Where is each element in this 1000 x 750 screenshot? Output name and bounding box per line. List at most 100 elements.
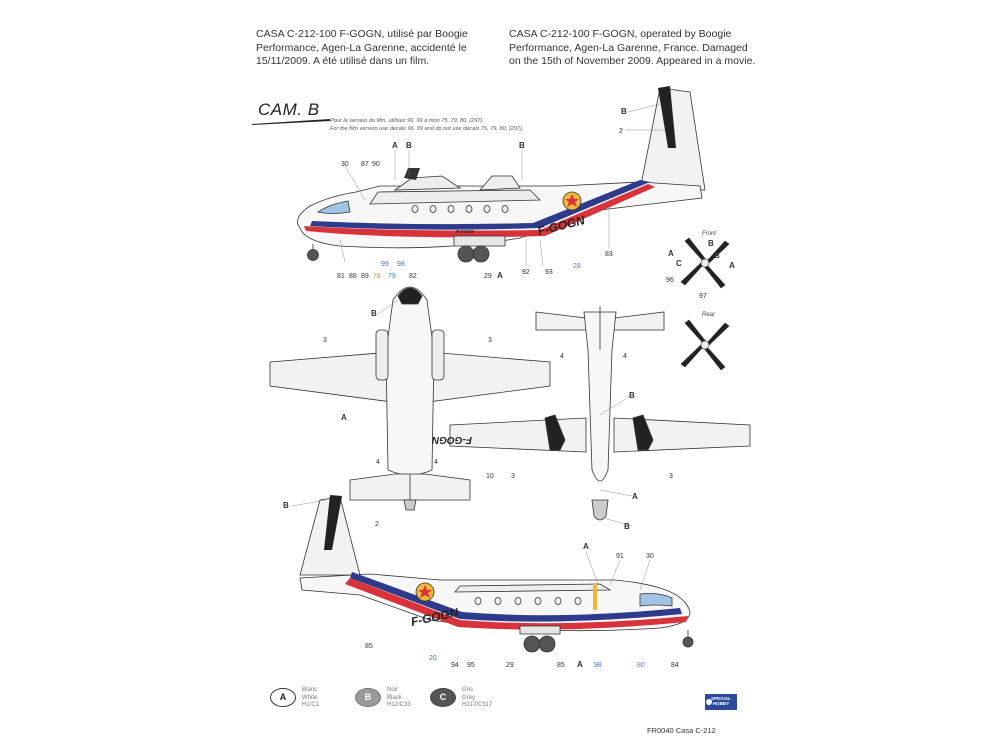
- legend-text-black: Noir Black H12/C33: [387, 687, 427, 710]
- plan-view-top: [269, 286, 551, 511]
- callout-99: 99: [381, 261, 389, 268]
- callout-prop-96: 96: [666, 277, 674, 284]
- scheme-title: CAM. B: [258, 100, 320, 119]
- callout-b-plan-nose: B: [371, 309, 377, 318]
- side-view-top: F-GOGN F-GOGN: [297, 86, 706, 263]
- callout-80: 80: [637, 662, 645, 669]
- callout-78: 78: [373, 273, 381, 280]
- callout-a-under-fuselage: A: [632, 492, 638, 501]
- legend-white-fr: Blanc: [302, 687, 318, 693]
- header-french: CASA C-212-100 F-GOGN, utilisé par Boogi…: [256, 28, 476, 69]
- legend-badge-b: B: [355, 688, 381, 707]
- propeller-front: [680, 237, 730, 289]
- callout-82: 82: [409, 273, 417, 280]
- callout-81: 81: [337, 273, 345, 280]
- callout-98-lower: 98: [594, 662, 602, 669]
- callout-88: 88: [349, 273, 357, 280]
- callout-93: 93: [545, 269, 553, 276]
- callouts-side-top: A B B B 2 30 87 90 81 88 89 78 79 82 29 …: [337, 107, 627, 280]
- callout-90: 90: [372, 161, 380, 168]
- callout-3-under-right: 3: [669, 473, 673, 480]
- callout-prop-b-2: B: [714, 251, 720, 260]
- legend-white-en: White: [302, 694, 318, 701]
- callout-20: 20: [429, 655, 437, 662]
- callout-b-lower-tail: B: [283, 501, 289, 510]
- legend-black-fr: Noir: [387, 687, 399, 693]
- callout-79: 79: [388, 273, 396, 280]
- callout-87: 87: [361, 161, 369, 168]
- callout-b-under-wing: B: [629, 391, 635, 400]
- callout-29: 29: [484, 273, 492, 280]
- callout-10: 10: [486, 473, 494, 480]
- logo-text-line-2: HOBBY: [712, 701, 730, 706]
- callout-4-left-stab: 4: [376, 459, 380, 466]
- callout-30-lower: 30: [646, 553, 654, 560]
- callout-3-left-wing: 3: [323, 337, 327, 344]
- callout-85-tail: 85: [365, 643, 373, 650]
- callout-b-tail: B: [621, 107, 627, 116]
- plan-view-underside: F-GOGN: [431, 306, 751, 521]
- footer-product-code: FR0040 Casa C-212: [647, 726, 716, 735]
- callout-4-right-stab: 4: [434, 459, 438, 466]
- callout-28: 28: [573, 263, 581, 270]
- legend-black-code: H12/C33: [387, 702, 411, 708]
- legend-badge-a: A: [270, 688, 296, 707]
- callouts-plan: B 3 3 A 4 4 4 4 B A B 10 3 3: [323, 309, 673, 531]
- callout-30: 30: [341, 161, 349, 168]
- special-hobby-logo: SPECIAL HOBBY: [703, 692, 739, 712]
- header-en-line-2: Performance, Agen-La Garenne, France. Da…: [509, 41, 748, 54]
- callout-95: 95: [467, 662, 475, 669]
- film-note-english: For the film version use decals 96, 99 a…: [330, 126, 524, 132]
- legend-white-code: H1/C1: [302, 702, 320, 708]
- scheme-underline: [252, 119, 330, 125]
- callout-3-right-wing: 3: [488, 337, 492, 344]
- callout-a-fuselage: A: [497, 271, 503, 280]
- callout-prop-c: C: [676, 259, 682, 268]
- callout-4-under-right: 4: [623, 353, 627, 360]
- callout-b-engine: B: [519, 141, 525, 150]
- callout-92: 92: [522, 269, 530, 276]
- propeller-rear: [680, 319, 730, 371]
- legend-grey-en: Grey: [462, 694, 476, 701]
- callout-a-lower-fuselage: A: [577, 660, 583, 669]
- callout-4-under-left: 4: [560, 353, 564, 360]
- side-view-bottom: F-GOGN: [299, 495, 694, 653]
- callout-prop-97: 97: [699, 293, 707, 300]
- propeller-front-label: Front: [702, 231, 717, 237]
- callout-a-lower-cockpit: A: [583, 542, 589, 551]
- legend-badge-c: C: [430, 688, 456, 707]
- callout-2-lower-tail: 2: [375, 521, 379, 528]
- propeller-rear-label: Rear: [702, 312, 716, 318]
- callout-91: 91: [616, 553, 624, 560]
- callout-83: 83: [605, 251, 613, 258]
- callout-a-plan-wing: A: [341, 413, 347, 422]
- header-fr-line-1: CASA C-212-100 F-GOGN, utilisé par Boogi…: [256, 28, 468, 40]
- legend-black-en: Black: [387, 694, 402, 701]
- callout-2-tail: 2: [619, 128, 623, 135]
- film-note-french: Pour la version du film, utilisez 96, 99…: [330, 118, 484, 124]
- callout-prop-a-1: A: [668, 249, 674, 258]
- callout-98: 98: [397, 261, 405, 268]
- logo-text-line-1: SPECIAL: [711, 696, 731, 701]
- callout-29-lower: 29: [506, 662, 514, 669]
- callout-84: 84: [671, 662, 679, 669]
- legend-text-white: Blanc White H1/C1: [302, 687, 342, 710]
- header-en-line-3: on the 15th of November 2009. Appeared i…: [509, 55, 756, 67]
- logo-shape: [705, 694, 737, 710]
- legend-grey-fr: Gris: [462, 687, 473, 693]
- logo-text: SPECIAL HOBBY: [703, 696, 739, 706]
- header-fr-line-2: Performance, Agen-La Garenne, accidenté …: [256, 41, 467, 54]
- registration-underside: F-GOGN: [431, 434, 472, 445]
- registration-small-side-top: F-GOGN: [456, 229, 475, 234]
- callout-94: 94: [451, 662, 459, 669]
- callouts-propeller: B A C B A 96 97: [666, 239, 735, 300]
- callout-prop-a-2: A: [729, 261, 735, 270]
- callout-89: 89: [361, 273, 369, 280]
- callout-a-cockpit: A: [392, 141, 398, 150]
- callout-leaders: [291, 103, 665, 591]
- legend-text-grey: Gris Grey H317/C317: [462, 687, 502, 710]
- callout-b-under-tail: B: [624, 522, 630, 531]
- legend-grey-code: H317/C317: [462, 702, 493, 708]
- callout-3-under-left: 3: [511, 473, 515, 480]
